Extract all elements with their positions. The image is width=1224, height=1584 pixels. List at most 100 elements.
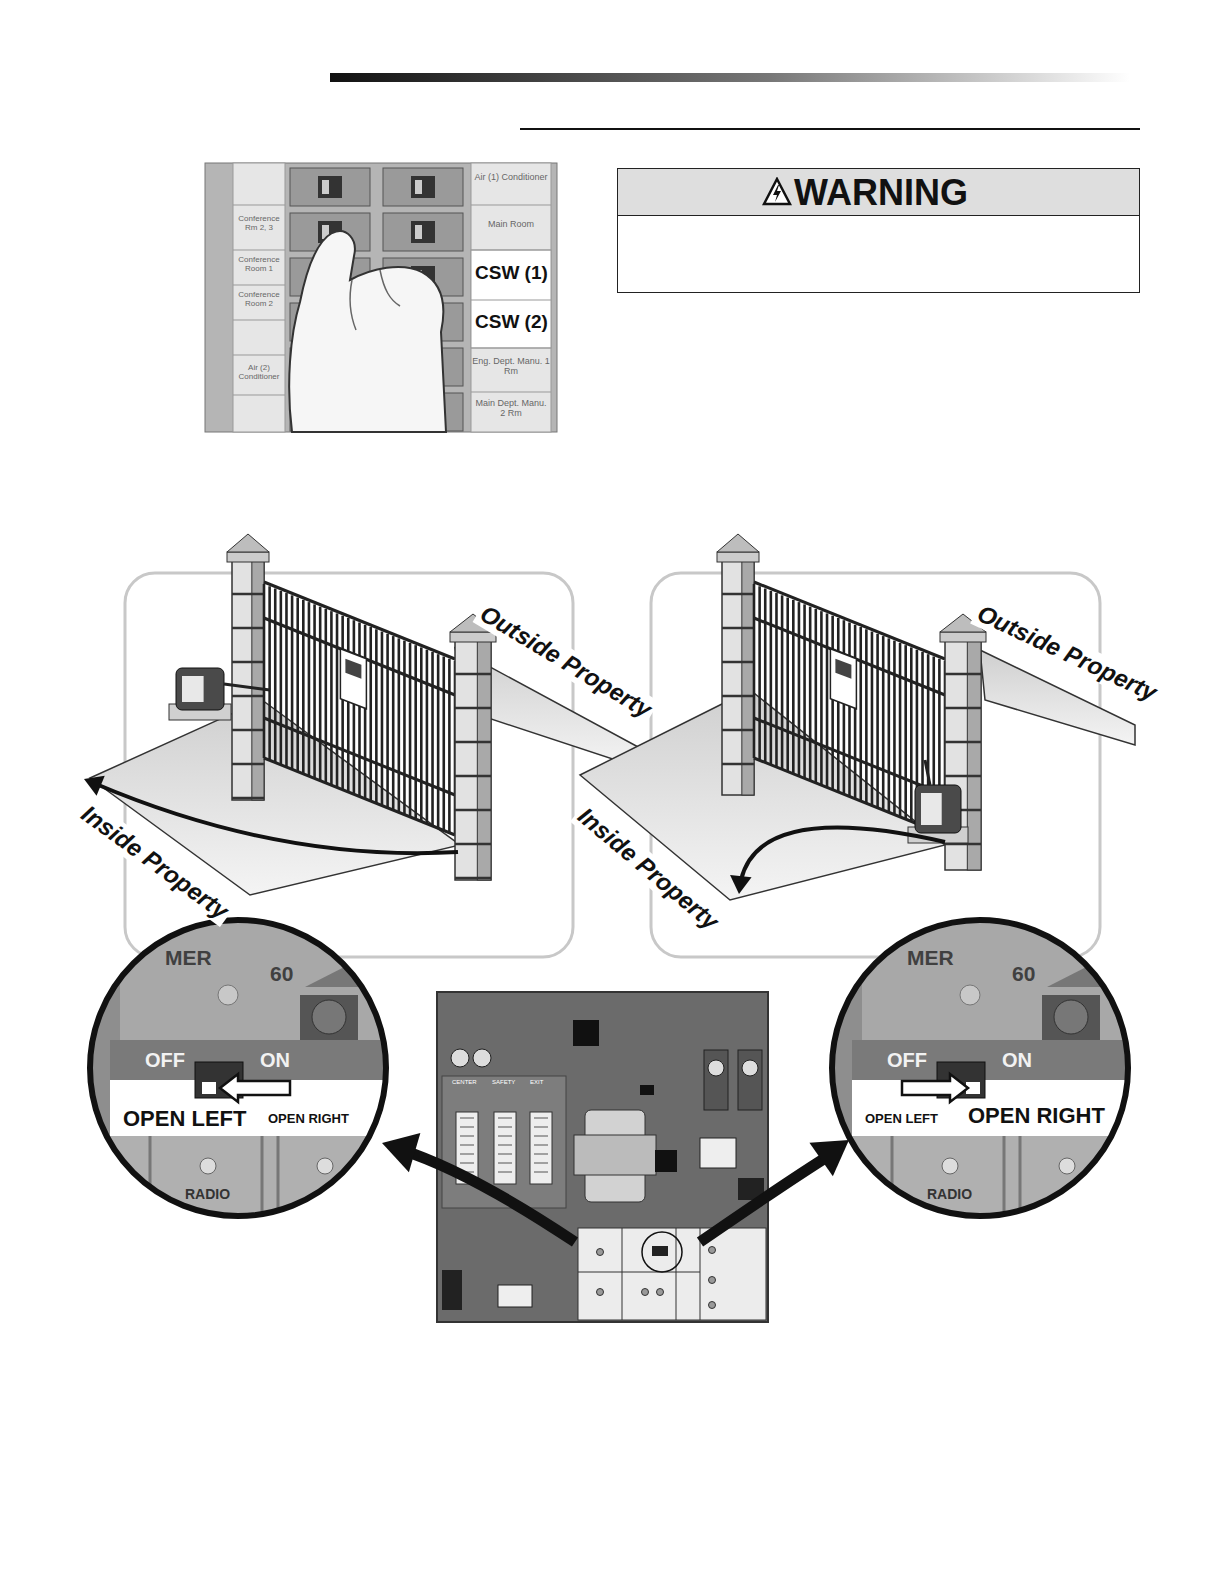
gate-bar xyxy=(347,618,350,792)
connector-pin xyxy=(498,1145,512,1146)
pillar-band xyxy=(722,695,754,698)
connector-pin xyxy=(498,1163,512,1164)
strip-divider xyxy=(233,205,285,206)
gate-bar xyxy=(910,647,913,821)
gate-bar xyxy=(398,638,401,812)
strip-divider xyxy=(471,348,551,349)
switch-label: OPEN LEFT xyxy=(865,1112,938,1127)
switch-panel xyxy=(578,1228,766,1320)
gate-bar xyxy=(263,584,266,758)
gate-bar xyxy=(291,595,294,769)
breaker-label: Air (1) Conditioner xyxy=(472,172,550,182)
connector-pin xyxy=(534,1145,548,1146)
connector-pin xyxy=(460,1136,474,1137)
gate-bar xyxy=(302,600,305,774)
pillar-band xyxy=(722,661,754,664)
connector-pin xyxy=(498,1172,512,1173)
pillar-cap xyxy=(940,632,986,642)
breaker-toggle xyxy=(411,221,435,243)
hand-detail xyxy=(350,270,400,330)
gate-bar xyxy=(893,641,896,815)
pillar xyxy=(722,560,754,795)
operator-face xyxy=(921,793,942,825)
strip-divider xyxy=(471,205,551,206)
gate-bar xyxy=(409,643,412,817)
connector xyxy=(530,1112,552,1184)
pillar-band xyxy=(722,729,754,732)
gate-bar xyxy=(854,625,857,799)
gate-bar xyxy=(803,604,806,778)
gate-bar xyxy=(826,613,829,787)
relay-screw xyxy=(742,1060,758,1076)
connector-pin xyxy=(534,1172,548,1173)
pillar-band xyxy=(232,797,264,800)
breaker-label: Eng. Dept. Manu. 1 Rm xyxy=(472,356,550,377)
breaker-toggle xyxy=(318,176,342,198)
gate-bar xyxy=(781,595,784,769)
arrow-head xyxy=(84,776,105,796)
gate-rail xyxy=(264,758,455,835)
chip xyxy=(573,1020,599,1046)
pillar-top xyxy=(717,534,759,552)
pillar-band xyxy=(722,627,754,630)
board-label: CENTER xyxy=(452,1079,477,1086)
pillar-cap xyxy=(450,632,496,642)
capacitor xyxy=(473,1049,491,1067)
breaker-toggle-face xyxy=(415,225,422,239)
gate-bar xyxy=(792,600,795,774)
connector-pin xyxy=(460,1145,474,1146)
switch-label: ON xyxy=(1002,1049,1032,1072)
panel-divider xyxy=(622,1228,623,1320)
zoom-content xyxy=(830,918,1132,1236)
gate-bar xyxy=(358,623,361,797)
gate-bar xyxy=(386,634,389,808)
board-label: MER xyxy=(907,946,954,970)
connector-pin xyxy=(498,1154,512,1155)
chip xyxy=(655,1150,677,1172)
breaker-panel xyxy=(205,163,557,432)
pillar-band xyxy=(232,593,264,596)
gate-bar xyxy=(848,623,851,797)
warning-sign xyxy=(340,649,366,709)
gate-bar xyxy=(375,629,378,803)
gate-bar xyxy=(324,609,327,783)
panel-divider xyxy=(676,1228,677,1320)
switch-label: OPEN RIGHT xyxy=(268,1112,349,1127)
gate-rail xyxy=(754,582,945,659)
dip-switch xyxy=(652,1246,668,1256)
potentiometer-dial xyxy=(1054,1000,1088,1034)
operator-arm xyxy=(925,760,930,785)
pillar-band xyxy=(945,707,981,710)
led xyxy=(657,1289,664,1296)
transformer-core xyxy=(574,1135,656,1175)
led xyxy=(709,1302,716,1309)
gate-bar xyxy=(899,643,902,817)
led xyxy=(317,1158,333,1174)
gate-bar xyxy=(876,634,879,808)
led xyxy=(960,985,980,1005)
gate-bar xyxy=(775,593,778,767)
warning-box: WARNING xyxy=(617,168,1140,293)
board xyxy=(437,992,768,1322)
highlight-ring xyxy=(642,1232,682,1272)
pillar-band xyxy=(722,593,754,596)
lightning-bolt xyxy=(773,185,781,202)
label-strip xyxy=(852,1080,1132,1136)
breaker-label: Conference Room 2 xyxy=(234,290,284,308)
hazard-triangle xyxy=(764,179,790,204)
pillar-band xyxy=(232,627,264,630)
gate-bar xyxy=(770,591,773,765)
pillar-cap xyxy=(227,552,269,562)
pillar-top xyxy=(227,534,269,552)
gate-rail xyxy=(754,718,945,795)
gate-bar xyxy=(843,620,846,794)
breaker-label: Main Dept. Manu. 2 Rm xyxy=(472,398,550,419)
connector xyxy=(494,1112,516,1184)
label-strip xyxy=(471,163,551,432)
connector-pin xyxy=(460,1127,474,1128)
switch-area xyxy=(852,1040,1132,1080)
gate-bar xyxy=(392,636,395,810)
gate-bar xyxy=(308,602,311,776)
pillar-band xyxy=(455,707,491,710)
strip-divider xyxy=(471,250,551,251)
